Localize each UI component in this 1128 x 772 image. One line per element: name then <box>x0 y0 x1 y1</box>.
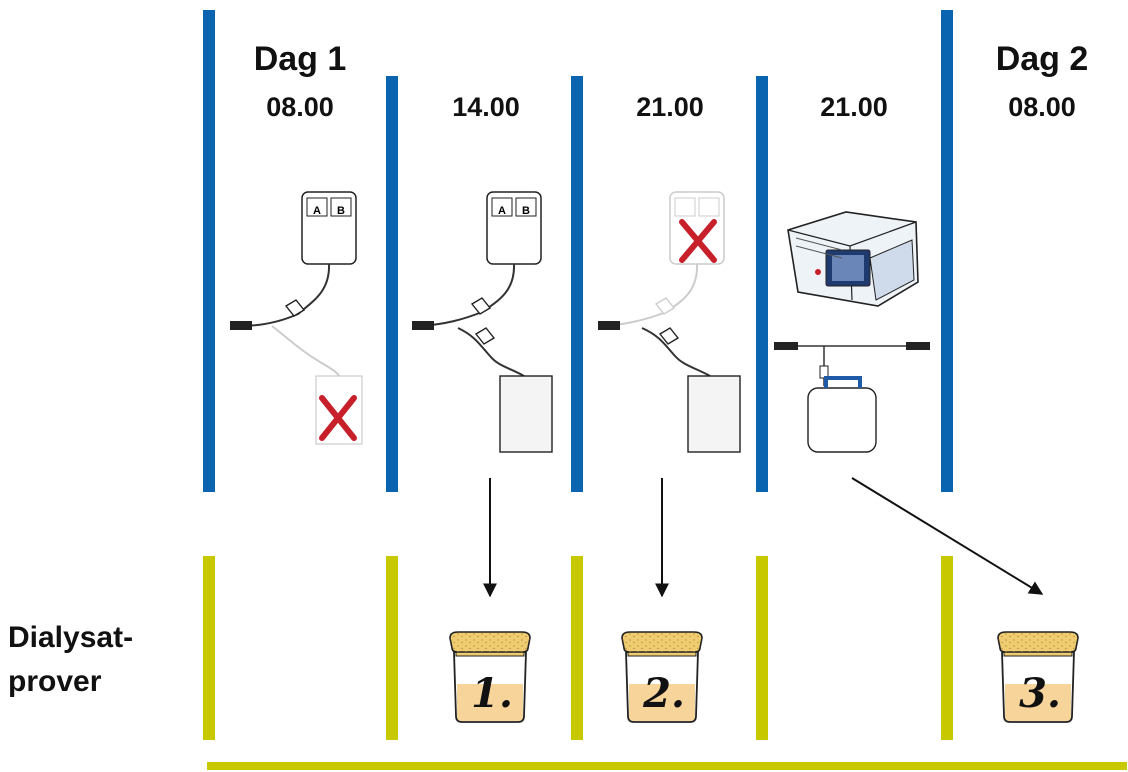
cycler-machine <box>787 211 919 307</box>
sample-divider-4 <box>756 556 768 740</box>
cross-icon <box>679 219 717 263</box>
baseline <box>207 762 1127 770</box>
time-col3: 21.00 <box>636 92 704 122</box>
bag-b-label: B <box>522 205 530 217</box>
sample-dividers <box>203 556 1127 770</box>
pd-set-col2: A B <box>412 191 553 453</box>
samples-label-line1: Dialysat- <box>8 621 134 654</box>
time-col2: 14.00 <box>452 92 520 122</box>
day-2-label: Dag 2 <box>995 40 1089 78</box>
bag-b-label: B <box>337 205 345 217</box>
divider-1 <box>203 10 215 492</box>
time-col1: 08.00 <box>266 92 334 122</box>
arrow-to-jar-3 <box>851 477 1044 595</box>
drain-container <box>807 376 877 453</box>
time-col4: 21.00 <box>820 92 888 122</box>
divider-4 <box>756 76 768 492</box>
sample-divider-3 <box>571 556 583 740</box>
sample-divider-2 <box>386 556 398 740</box>
cross-icon <box>319 395 357 441</box>
sample-divider-5 <box>941 556 953 740</box>
divider-5 <box>941 10 953 492</box>
arrows <box>483 477 1044 598</box>
bag-a-label: A <box>313 205 321 217</box>
pd-set-col3 <box>598 191 741 453</box>
divider-3 <box>571 76 583 492</box>
column-dividers <box>203 10 953 492</box>
samples-label-line2: prover <box>8 665 102 698</box>
divider-2 <box>386 76 398 492</box>
jar-2 <box>621 631 703 723</box>
sample-divider-1 <box>203 556 215 740</box>
bag-a-label: A <box>498 205 506 217</box>
jar-1-label: 1. <box>471 670 513 717</box>
jar-3-label: 3. <box>1019 670 1061 717</box>
jar-1 <box>449 631 531 723</box>
day-1-label: Dag 1 <box>253 40 347 78</box>
time-col5: 08.00 <box>1008 92 1076 122</box>
pd-set-col1: A B <box>230 191 363 445</box>
samples-label: Dialysat- prover <box>8 616 133 704</box>
jar-2-label: 2. <box>643 670 685 717</box>
jar-3 <box>997 631 1079 723</box>
